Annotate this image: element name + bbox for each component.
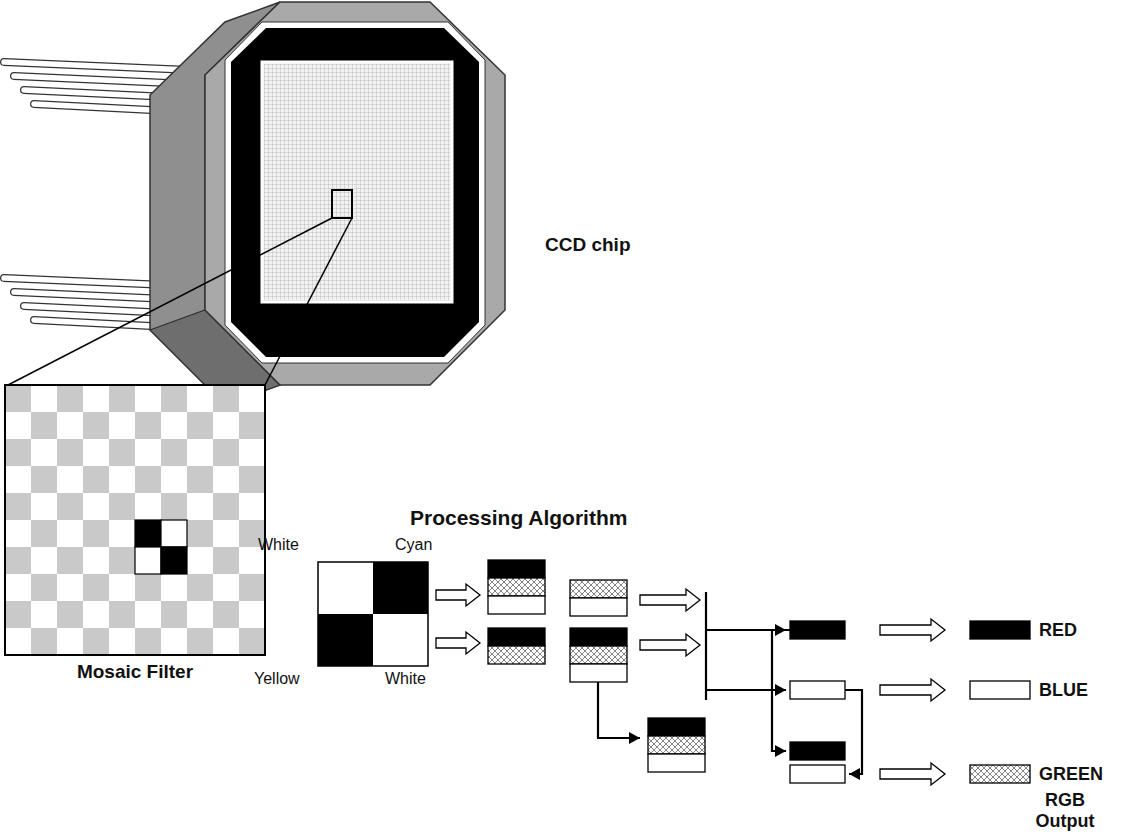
rgb-output-bar: RED [965, 618, 1105, 644]
flow-line [598, 682, 640, 738]
filter-color-label: White [385, 670, 426, 688]
process-arrow [640, 589, 700, 611]
arrow-head [775, 684, 786, 696]
output-title: RGB Output [1022, 790, 1108, 831]
color-bar-stack [970, 621, 1030, 639]
channel-label: RED [1039, 620, 1077, 641]
color-bar-stack [790, 765, 845, 783]
filter-cell [318, 562, 428, 666]
flow-line [845, 690, 862, 774]
color-bar-stack [570, 628, 627, 682]
flow-line [706, 689, 786, 691]
color-bar-stack [790, 681, 845, 699]
flow-line [772, 630, 790, 751]
part-name: CCD chip [545, 234, 631, 256]
color-bar-stack [488, 628, 545, 664]
filter-color-label: Yellow [254, 670, 300, 688]
filter-color-label: Cyan [395, 536, 432, 554]
filter-color-label: White [258, 536, 299, 554]
channel-label: GREEN [1039, 764, 1103, 785]
rgb-output-bar: BLUE [965, 678, 1105, 704]
color-bar-stack [790, 621, 845, 639]
process-arrow [436, 584, 480, 606]
process-arrow [436, 632, 480, 654]
mosaic-filter-inset: Mosaic Filter [5, 385, 267, 685]
color-bar-stack [790, 742, 845, 760]
rgb-output-bar: GREEN [965, 762, 1105, 788]
process-arrow [880, 679, 945, 701]
process-arrow [880, 619, 945, 641]
color-bar-stack [488, 560, 545, 614]
channel-label: BLUE [1039, 680, 1088, 701]
ccd-chip [150, 2, 505, 405]
leader-line [265, 218, 352, 385]
color-bar-stack [570, 580, 627, 616]
arrow-head [629, 732, 640, 744]
mosaic-inset [5, 385, 265, 655]
color-bar-stack [970, 765, 1030, 783]
arrow-head [849, 768, 860, 780]
leader-line [8, 218, 332, 385]
arrow-head [775, 745, 786, 757]
filter-cell-group: White CyanYellow White [250, 536, 440, 696]
color-bar-stack [648, 718, 705, 772]
process-arrow [880, 763, 945, 785]
inset-caption: Mosaic Filter [5, 661, 265, 683]
process-arrow [640, 634, 700, 656]
section-title: Processing Algorithm [410, 506, 627, 530]
color-bar-stack [970, 681, 1030, 699]
flow-line [705, 592, 707, 700]
